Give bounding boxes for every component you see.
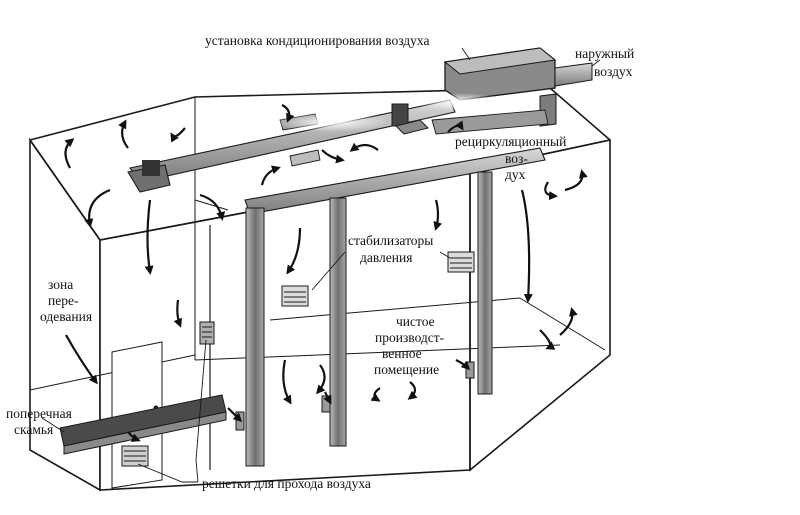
air-glow-2 <box>415 93 505 111</box>
base-grille-3 <box>465 361 475 379</box>
airflow-arrow <box>321 149 345 164</box>
airflow-arrow <box>447 120 464 133</box>
airflow-arrow <box>173 299 182 328</box>
label-recirc-1: рециркуляционный <box>455 134 566 149</box>
airflow-arrow <box>520 189 533 303</box>
leader-ac-unit <box>461 47 471 61</box>
label-changing-2: пере- <box>48 293 79 308</box>
airflow-arrow <box>84 188 111 228</box>
label-outside-air-2: воздух <box>594 64 633 79</box>
duct-outlet-small <box>289 149 321 167</box>
airflow-arrow <box>407 381 418 400</box>
airflow-arrow <box>323 391 332 405</box>
label-clean-3: венное <box>382 346 422 361</box>
partition-top <box>194 199 229 211</box>
column-2 <box>329 197 347 447</box>
label-bench-2: скамья <box>14 422 53 437</box>
airflow-arrow <box>559 307 578 336</box>
roof-back-edge <box>29 87 611 141</box>
airflow-arrow <box>127 431 141 442</box>
label-bench-1: поперечная <box>6 406 72 421</box>
leader-stabilizer-left <box>311 251 346 291</box>
airflow-arrow <box>144 199 154 275</box>
label-changing-3: одевания <box>40 309 92 324</box>
airflow-arrow <box>370 387 381 402</box>
label-recirc-2: воз- <box>505 151 528 166</box>
air-glow-1 <box>270 112 390 132</box>
airflow-arrow <box>349 142 379 152</box>
stabilizer-right <box>447 251 475 273</box>
airflow-arrow <box>564 169 588 192</box>
leader-bench <box>41 417 65 433</box>
leader-lines <box>41 47 601 483</box>
duct-outlet-left-dark <box>142 160 160 176</box>
airflow-arrows <box>64 104 588 442</box>
column-1 <box>245 207 265 467</box>
label-stabilizers-2: давления <box>360 250 412 265</box>
outside-air-duct <box>554 62 593 87</box>
airflow-arrow <box>433 199 443 231</box>
column-3 <box>477 171 493 395</box>
label-outside-air-1: наружный <box>575 46 634 61</box>
airflow-arrow <box>260 165 281 186</box>
airflow-arrow <box>544 181 558 201</box>
label-grilles: решетки для прохода воздуха <box>202 476 371 491</box>
airflow-arrow <box>286 227 302 275</box>
airflow-arrow <box>282 359 292 405</box>
label-changing-1: зона <box>48 277 73 292</box>
airflow-arrow <box>170 127 186 143</box>
ac-unit-top <box>443 47 557 75</box>
label-ac-unit: установка кондиционирования воздуха <box>205 33 429 48</box>
label-stabilizers-1: стабилизаторы <box>348 233 433 248</box>
airflow-arrow <box>199 193 226 221</box>
label-clean-1: чистое <box>396 314 435 329</box>
airflow-arrow <box>227 407 243 423</box>
label-clean-2: производст- <box>375 330 445 345</box>
leader-grille-door <box>137 463 198 483</box>
airflow-arrow <box>316 364 326 395</box>
duct-fan-section <box>391 103 409 127</box>
airflow-arrow <box>64 138 75 169</box>
airflow-arrow <box>455 359 471 371</box>
transverse-bench <box>59 394 227 455</box>
columns <box>245 171 493 467</box>
leader-stabilizer-right <box>439 251 451 259</box>
label-recirc-3: дух <box>505 167 526 182</box>
floor-right-line <box>519 297 606 351</box>
airflow-arrow <box>118 119 129 149</box>
airflow-arrow <box>539 329 556 350</box>
supply-duct <box>127 93 505 193</box>
ac-unit <box>443 47 593 127</box>
base-grille-1 <box>235 411 245 431</box>
duct-outlet-right <box>395 119 429 135</box>
bench-side <box>63 411 227 455</box>
airflow-arrow <box>281 104 295 123</box>
wall-grille <box>199 321 215 345</box>
label-clean-4: помещение <box>374 362 439 377</box>
stabilizer-left <box>281 285 309 307</box>
pressure-stabilizers <box>281 251 475 307</box>
leader-grille-wall <box>195 339 207 483</box>
airflow-arrow <box>65 334 98 385</box>
leader-outside-air <box>591 59 601 67</box>
labels: установка кондиционирования воздуха нару… <box>6 33 634 491</box>
